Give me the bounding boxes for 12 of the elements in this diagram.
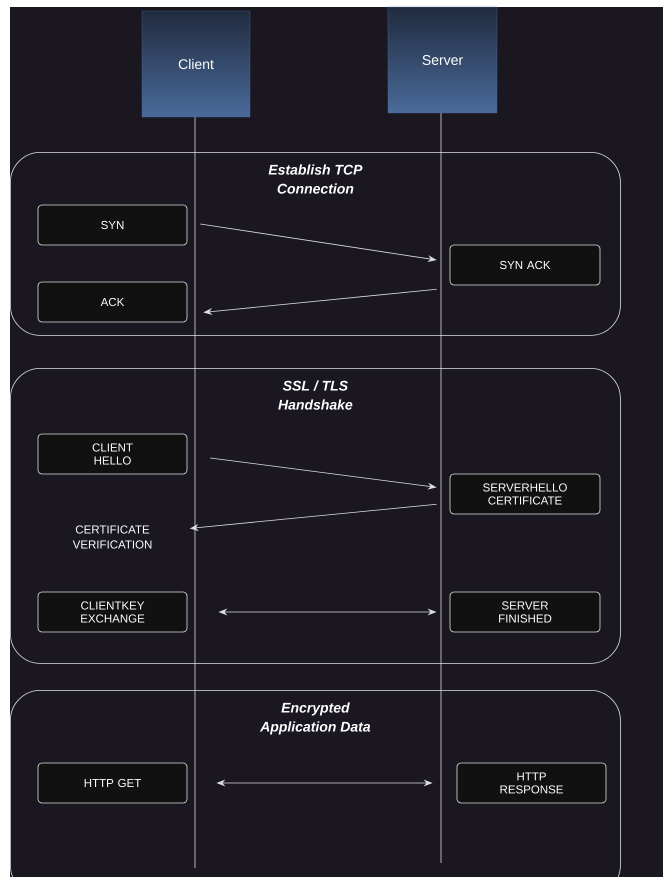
actor-box: Server xyxy=(388,6,498,114)
message-box: HTTP RESPONSE xyxy=(456,762,606,804)
message-box: SYN ACK xyxy=(450,244,600,286)
status-text: CERTIFICATE VERIFICATION xyxy=(72,525,152,549)
message-box: SYN xyxy=(38,204,188,246)
message-box: CLIENTKEY EXCHANGE xyxy=(38,592,188,632)
message-box: ACK xyxy=(38,282,188,322)
message-box: CLIENT HELLO xyxy=(38,434,188,474)
actor-box: Client xyxy=(142,10,250,118)
message-box: SERVERHELLO CERTIFICATE xyxy=(450,474,600,514)
message-box: HTTP GET xyxy=(38,762,188,804)
message-box: SERVER FINISHED xyxy=(450,592,600,632)
